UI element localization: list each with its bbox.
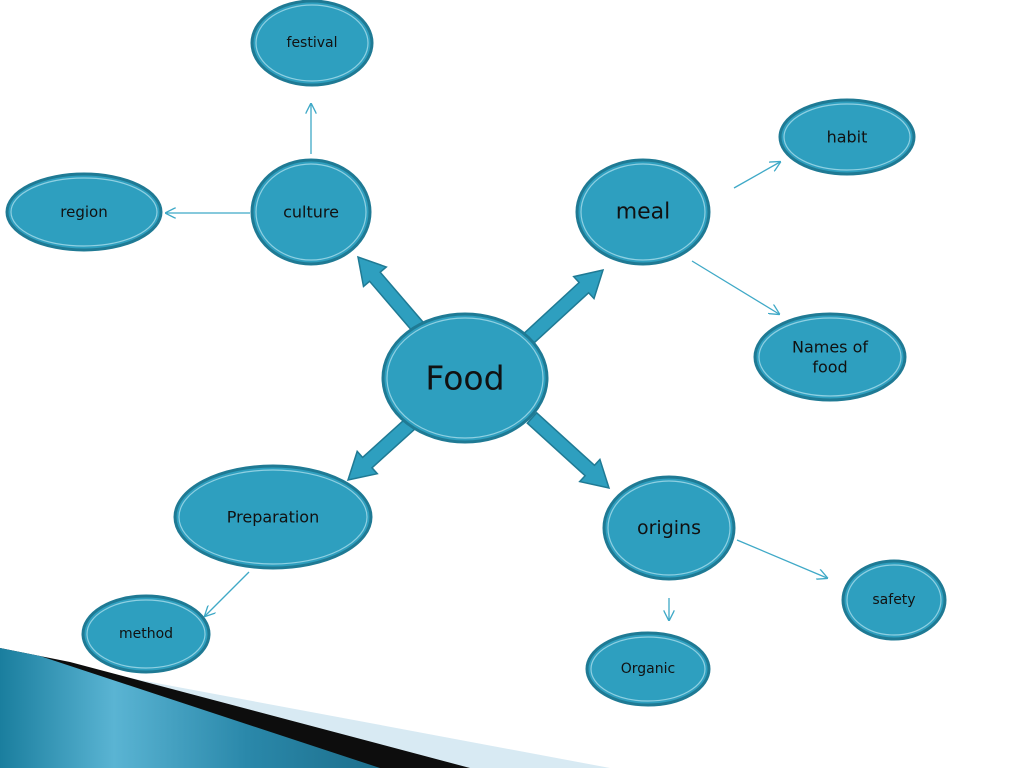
nodes: Food culture festival region meal habitNames … — [5, 0, 947, 707]
node-habit-shape — [778, 98, 916, 176]
node-method-shape — [81, 594, 211, 674]
connectors — [166, 104, 827, 620]
node-safety: safety — [841, 559, 947, 641]
node-festival-shape — [250, 0, 374, 87]
node-method-label: method — [119, 626, 173, 642]
node-preparation-inner-ring — [178, 469, 368, 565]
node-method: method — [81, 594, 211, 674]
node-origins-label: origins — [637, 517, 701, 539]
node-culture-label: culture — [283, 203, 339, 222]
corner-swoosh-decoration — [0, 648, 610, 768]
node-food: Food — [381, 312, 549, 444]
node-preparation-shape — [173, 464, 373, 570]
arrow-preparation-to-method — [205, 571, 250, 616]
arrow-food-to-origins — [526, 411, 611, 490]
node-organic-inner-ring — [590, 636, 706, 702]
node-festival-inner-ring — [255, 4, 369, 82]
arrow-food-to-preparation — [346, 417, 416, 482]
node-names-of-food-shape — [753, 312, 907, 402]
node-method-inner-ring — [86, 599, 206, 669]
node-names-of-food-label: food — [812, 358, 847, 377]
arrow-food-to-culture — [357, 255, 425, 333]
node-organic-shape — [585, 631, 711, 707]
node-food-inner-ring — [386, 317, 544, 439]
node-safety-inner-ring — [846, 564, 942, 636]
node-origins: origins — [602, 475, 736, 581]
node-culture-inner-ring — [255, 163, 367, 261]
node-origins-inner-ring — [607, 480, 731, 576]
node-culture-shape — [250, 158, 372, 266]
node-region-shape — [5, 172, 163, 252]
node-habit-inner-ring — [783, 103, 911, 171]
node-festival-label: festival — [287, 35, 338, 51]
node-festival: festival — [250, 0, 374, 87]
arrow-meal-to-names-of-food — [691, 260, 779, 314]
node-habit: habit — [778, 98, 916, 176]
node-preparation: Preparation — [173, 464, 373, 570]
arrow-origins-to-safety — [736, 539, 827, 578]
node-organic-label: Organic — [621, 661, 675, 677]
node-food-shape — [381, 312, 549, 444]
node-meal: meal — [575, 158, 711, 266]
node-meal-label: meal — [616, 200, 671, 225]
node-culture: culture — [250, 158, 372, 266]
node-region: region — [5, 172, 163, 252]
node-organic: Organic — [585, 631, 711, 707]
node-origins-shape — [602, 475, 736, 581]
node-region-inner-ring — [10, 177, 158, 247]
arrow-food-to-meal — [521, 268, 605, 347]
node-names-of-food-inner-ring — [758, 317, 902, 397]
node-food-label: Food — [425, 359, 504, 398]
node-region-label: region — [60, 203, 107, 221]
node-safety-shape — [841, 559, 947, 641]
node-habit-label: habit — [827, 128, 868, 147]
node-meal-inner-ring — [580, 163, 706, 261]
node-meal-shape — [575, 158, 711, 266]
node-preparation-label: Preparation — [227, 508, 319, 527]
node-safety-label: safety — [872, 592, 915, 608]
arrow-meal-to-habit — [733, 162, 780, 189]
node-names-of-food-label: Names of — [792, 338, 868, 357]
